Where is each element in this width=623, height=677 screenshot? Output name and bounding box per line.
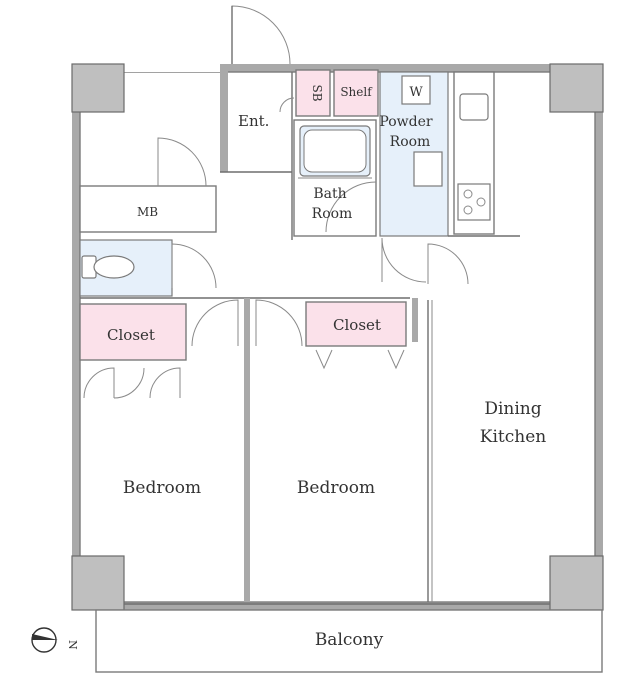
column-top-right bbox=[549, 63, 604, 113]
partition-left bbox=[244, 298, 250, 602]
washer-space bbox=[401, 75, 431, 105]
bedroom-left-door bbox=[191, 299, 239, 347]
label-dining-1: Dining bbox=[484, 399, 541, 419]
label-bedroom-left: Bedroom bbox=[123, 478, 201, 498]
entrance-notch bbox=[72, 64, 220, 72]
closet-left-doors bbox=[83, 367, 181, 399]
label-balcony: Balcony bbox=[315, 630, 384, 650]
label-bath-2: Room bbox=[312, 206, 353, 222]
closet-middle bbox=[305, 301, 407, 347]
closet-middle-doors bbox=[315, 349, 405, 370]
column-bottom-right bbox=[549, 555, 604, 611]
label-closet-left: Closet bbox=[107, 326, 155, 344]
column-bottom-left bbox=[71, 555, 125, 611]
entrance-door bbox=[231, 5, 291, 65]
column-top-left bbox=[71, 63, 125, 113]
kitchen-door bbox=[427, 243, 469, 285]
toilet-door bbox=[171, 243, 217, 289]
stove-burner bbox=[463, 205, 473, 215]
label-closet-middle: Closet bbox=[333, 316, 381, 334]
label-bedroom-middle: Bedroom bbox=[297, 478, 375, 498]
label-dining-2: Kitchen bbox=[480, 427, 546, 447]
label-compass-north: N bbox=[66, 640, 79, 650]
meter-box bbox=[79, 185, 217, 233]
bathtub-inner bbox=[303, 129, 367, 173]
entrance-wall-left bbox=[220, 64, 228, 172]
label-washer: W bbox=[409, 85, 423, 100]
sb-door bbox=[279, 97, 295, 113]
label-shelf: Shelf bbox=[340, 85, 373, 99]
label-entrance: Ent. bbox=[238, 112, 269, 130]
balcony-area bbox=[95, 609, 603, 673]
compass-arrow-icon bbox=[32, 634, 58, 640]
label-shoe-box: SB bbox=[310, 84, 324, 101]
powder-door bbox=[381, 237, 427, 283]
stove-burner bbox=[463, 189, 473, 199]
label-powder-room-1: Powder bbox=[379, 114, 433, 130]
label-powder-room-2: Room bbox=[390, 134, 431, 150]
wash-basin bbox=[413, 151, 443, 187]
shoe-box bbox=[295, 69, 331, 117]
bedroom-middle-door bbox=[255, 299, 303, 347]
kitchen-sink bbox=[459, 93, 489, 121]
label-meter-box: MB bbox=[137, 205, 158, 219]
closet-left bbox=[79, 303, 187, 361]
toilet-bowl bbox=[93, 255, 135, 279]
partition-closet bbox=[412, 298, 418, 342]
bath-door bbox=[325, 181, 377, 233]
mb-door bbox=[157, 137, 207, 187]
shelf bbox=[333, 69, 379, 117]
stove-burner bbox=[476, 197, 486, 207]
label-bath-1: Bath bbox=[313, 186, 346, 202]
